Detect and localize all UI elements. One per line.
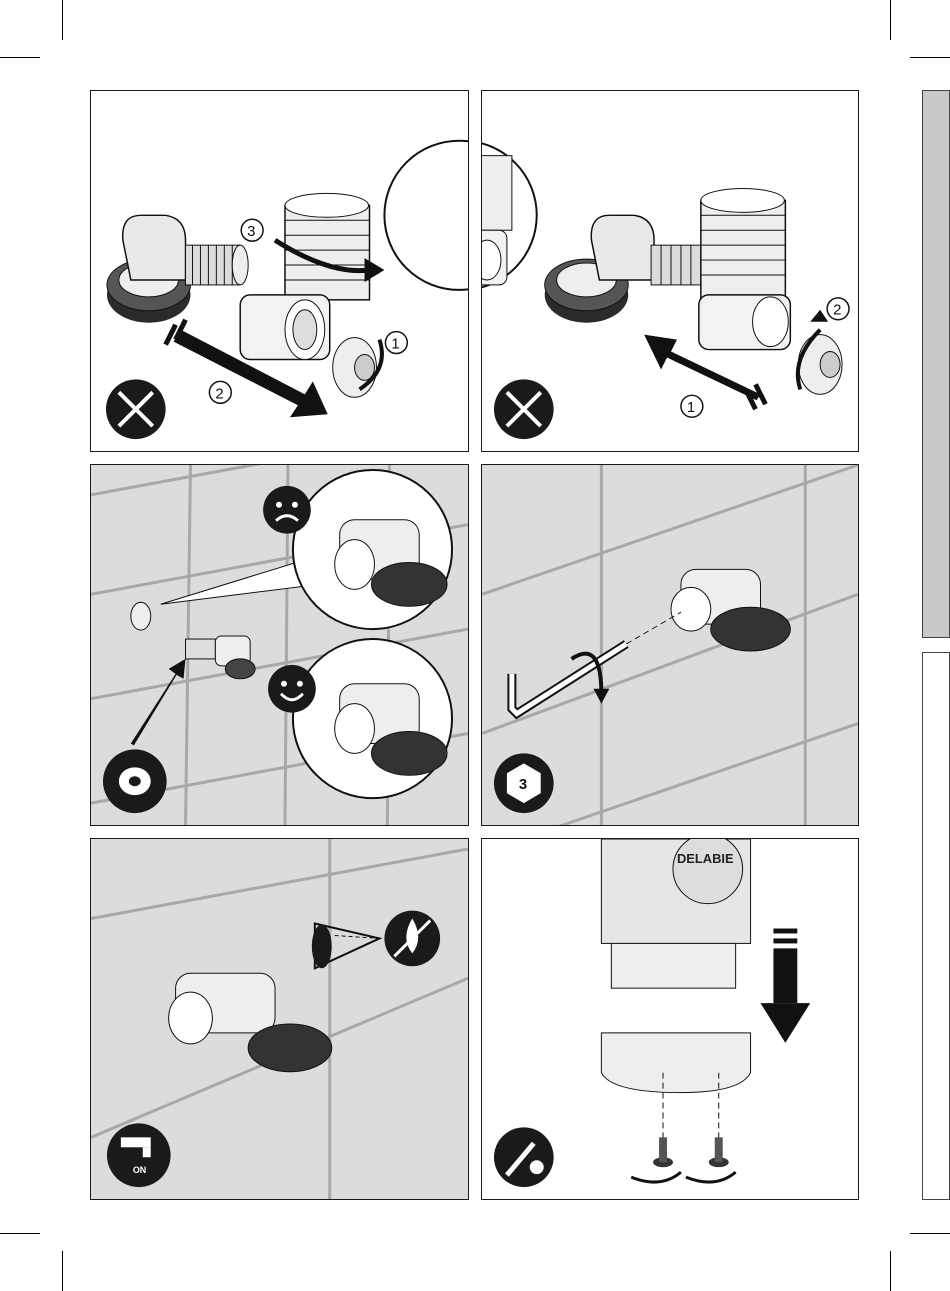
angle-fitting <box>699 188 790 349</box>
water-on-icon: ON <box>107 1123 171 1187</box>
detail-magnifier <box>384 141 468 290</box>
device-housing: DELABIE <box>601 839 750 988</box>
down-arrow <box>760 929 810 1043</box>
crop-mark <box>890 1251 891 1291</box>
step-label: 2 <box>215 386 223 402</box>
fitting-mounted <box>671 569 790 651</box>
unscrew-arrow <box>631 1172 681 1182</box>
sad-face-icon <box>263 486 311 534</box>
angle-fitting <box>240 193 369 359</box>
screw <box>709 1137 729 1167</box>
wall-outlet <box>131 602 151 630</box>
cap-part <box>798 310 842 395</box>
step-label: 1 <box>687 400 695 416</box>
step-label: 3 <box>247 224 255 240</box>
crop-mark <box>62 1251 63 1291</box>
crop-mark <box>0 57 40 58</box>
happy-face-icon <box>268 665 316 713</box>
sidebar-tab-upper <box>922 90 950 638</box>
hex-label: 3 <box>519 777 527 793</box>
step-panel-4: 3 <box>481 464 859 826</box>
brand-logo: DELABIE <box>677 851 734 866</box>
fitting-small <box>186 636 256 679</box>
step-panel-3 <box>90 464 469 826</box>
crop-mark <box>910 57 950 58</box>
magnified-fitting <box>482 141 537 290</box>
cover-plate <box>601 1033 750 1157</box>
crop-mark <box>0 1233 40 1234</box>
no-tools-icon <box>106 379 166 439</box>
arrow-up <box>131 659 186 746</box>
fitting-mounted <box>169 973 332 1071</box>
step-panel-5: ON <box>90 838 469 1200</box>
screwdriver-no-icon <box>494 1127 554 1187</box>
no-tools-icon <box>494 379 554 439</box>
step-panel-6: DELABIE <box>481 838 859 1200</box>
unscrew-arrow <box>686 1172 736 1182</box>
threaded-pipe <box>651 245 701 285</box>
thread-tape-icon <box>103 749 167 813</box>
cap-part <box>333 338 382 398</box>
hex-key-3-icon: 3 <box>494 753 554 813</box>
elbow-body <box>123 215 186 280</box>
step-label: 1 <box>391 337 399 353</box>
step-panel-2: 2 1 <box>481 90 859 452</box>
elbow-body <box>591 215 654 280</box>
no-water-icon <box>384 911 440 967</box>
step-label: 2 <box>833 303 841 319</box>
step-panel-1: 3 1 2 <box>90 90 469 452</box>
eye-icon <box>312 924 380 969</box>
sidebar-tab-lower <box>922 652 950 1200</box>
crop-mark <box>890 0 891 40</box>
crop-mark <box>62 0 63 40</box>
threaded-pipe <box>186 245 249 285</box>
screw <box>653 1137 673 1167</box>
crop-mark <box>910 1233 950 1234</box>
water-on-label: ON <box>133 1165 146 1175</box>
